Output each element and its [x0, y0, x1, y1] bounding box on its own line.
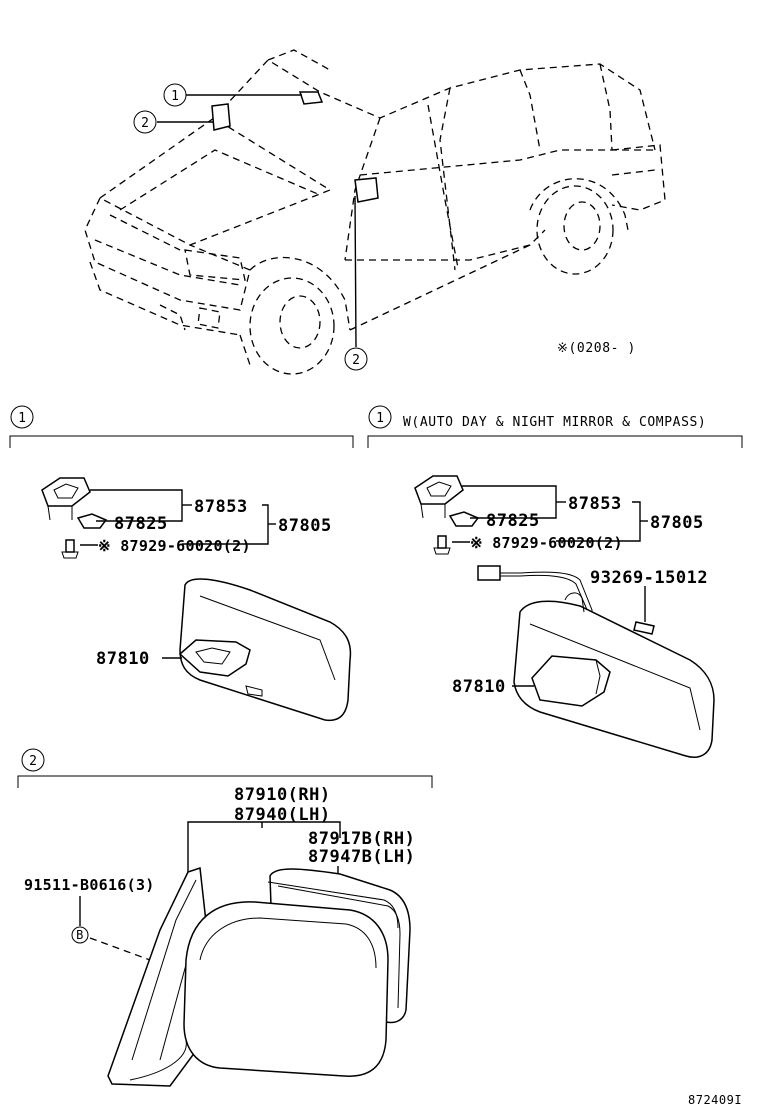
fastener-circle	[71, 926, 89, 944]
section-1r-callout: 1	[376, 411, 384, 426]
vehicle-callout-1: 1	[171, 89, 179, 104]
vehicle-callout-2: 2	[141, 116, 149, 131]
part-87910: 87910(RH)	[234, 785, 331, 805]
part-87929: ※ 87929-60020(2)	[98, 537, 251, 555]
part-87940: 87940(LH)	[234, 805, 331, 825]
part-87805: 87805	[278, 516, 332, 536]
part-87929-r: ※ 87929-60020(2)	[470, 534, 623, 552]
callout-circle-1	[163, 83, 187, 107]
section-1-standard-mirror: 1 87853 87825 87805 ※ 87929-60020(2) 878…	[9, 405, 354, 722]
callout-circle-2b	[344, 347, 368, 371]
fastener-mark: B	[76, 928, 84, 942]
part-87825: 87825	[114, 514, 168, 534]
part-87810: 87810	[96, 649, 150, 669]
section-1r-title: W(AUTO DAY & NIGHT MIRROR & COMPASS)	[403, 415, 706, 430]
section-1-callout: 1	[18, 411, 26, 426]
vehicle-callout-2b: 2	[352, 353, 360, 368]
section-2-callout: 2	[29, 754, 37, 769]
part-87947B: 87947B(LH)	[308, 847, 415, 867]
section-1-callout-circle	[10, 405, 34, 429]
section-1-auto-dimming-mirror: 1 W(AUTO DAY & NIGHT MIRROR & COMPASS) 8…	[367, 405, 743, 758]
part-87825-r: 87825	[486, 511, 540, 531]
callout-circle-2	[133, 110, 157, 134]
section-2-callout-circle	[21, 748, 45, 772]
date-note: ※(0208- )	[557, 341, 636, 356]
vehicle-illustration: 1 2 2 ※(0208- )	[84, 49, 666, 375]
figure-id: 872409I	[688, 1093, 742, 1107]
part-87853-r: 87853	[568, 494, 622, 514]
part-93269: 93269-15012	[590, 568, 708, 588]
section-1r-callout-circle	[368, 405, 392, 429]
part-87853: 87853	[194, 497, 248, 517]
part-87805-r: 87805	[650, 513, 704, 533]
part-91511: 91511-B0616(3)	[24, 876, 155, 894]
part-87917B: 87917B(RH)	[308, 829, 415, 849]
part-87810-r: 87810	[452, 677, 506, 697]
section-2-door-mirror: 2 87910(RH) 87940(LH) 87917B(RH) 87947B(…	[17, 748, 433, 1087]
